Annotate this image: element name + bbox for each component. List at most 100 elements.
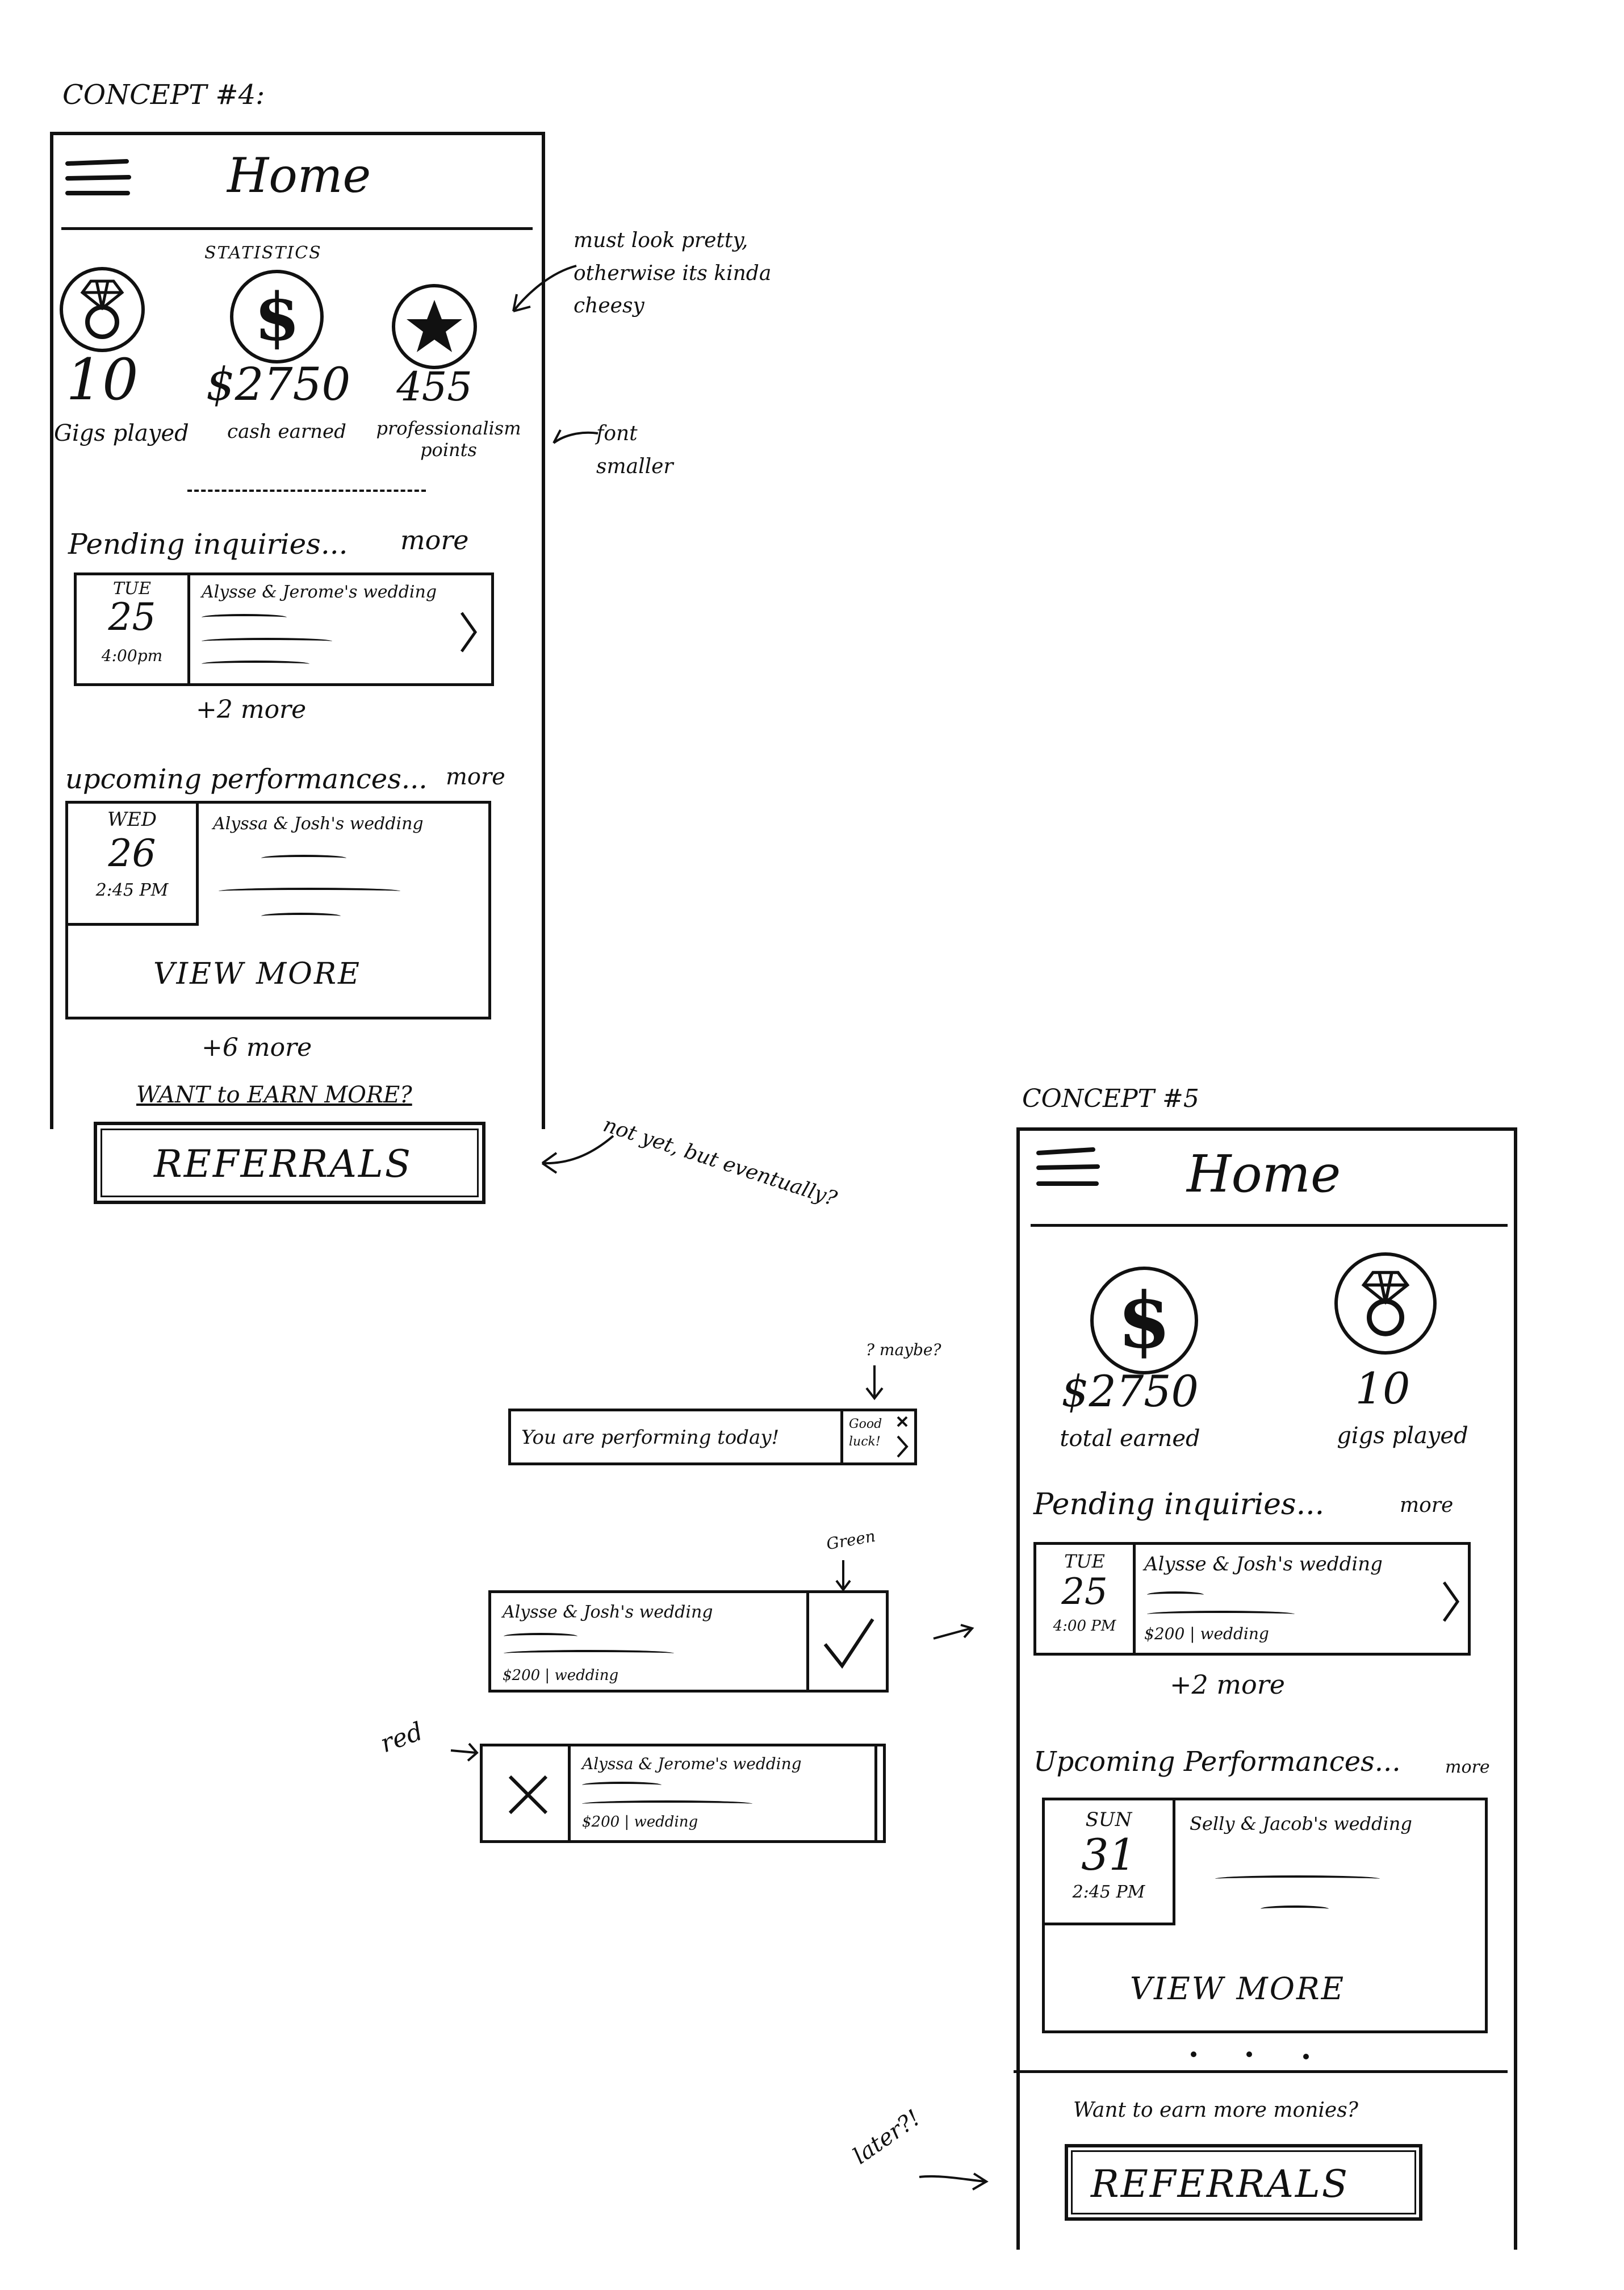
concept4-stat-points-value: 455 — [396, 363, 472, 410]
concept5-upcoming-more-link[interactable]: more — [1445, 1757, 1490, 1777]
concept4-stat-gigs-label: Gigs played — [54, 420, 189, 446]
annotation-later-arrow-icon — [917, 2167, 997, 2197]
concept5-stat-gigs-label: gigs played — [1337, 1423, 1468, 1449]
annotation-red-arrow-icon — [449, 1738, 483, 1769]
concept5-pending-line-1 — [1147, 1591, 1204, 1598]
concept4-upcoming-heading: upcoming performances... — [65, 763, 428, 795]
concept4-stat-ring-icon — [60, 267, 145, 352]
concept4-stat-cash-label: cash earned — [227, 420, 346, 443]
reject-card-divider — [568, 1746, 571, 1840]
concept5-stat-ring-icon — [1334, 1252, 1437, 1355]
concept5-upcoming-title: Selly & Jacob's wedding — [1190, 1813, 1412, 1834]
concept4-stat-cash-value: $2750 — [206, 358, 351, 411]
concept4-statistics-label: STATISTICS — [204, 243, 322, 263]
concept4-pending-date-column: TUE 25 4:00pm — [77, 575, 190, 683]
concept4-pending-title: Alysse & Jerome's wedding — [202, 582, 437, 602]
banner-side-text: Good luck! — [849, 1417, 882, 1449]
concept4-pending-day: TUE — [112, 579, 152, 599]
concept5-upcoming-card[interactable]: SUN 31 2:45 PM Selly & Jacob's wedding V… — [1042, 1798, 1488, 2033]
concept5-pending-title: Alysse & Josh's wedding — [1144, 1553, 1383, 1576]
concept4-upcoming-line-3 — [261, 913, 341, 920]
concept4-pending-line-3 — [202, 661, 309, 667]
banner-text: You are performing today! — [521, 1426, 780, 1449]
concept4-upcoming-day: WED — [107, 808, 157, 831]
accept-card[interactable]: Alysse & Josh's wedding $200 | wedding — [488, 1590, 889, 1693]
concept4-referrals-label: REFERRALS — [154, 1142, 412, 1186]
accept-card-line-2 — [504, 1650, 674, 1657]
concept4-upcoming-date: 26 — [108, 831, 156, 875]
concept4-pending-footer[interactable]: +2 more — [196, 695, 307, 724]
concept5-pending-more-link[interactable]: more — [1400, 1494, 1454, 1517]
concept5-bottom-divider — [1014, 2070, 1508, 2073]
svg-text:$: $ — [254, 280, 299, 354]
concept5-stat-dollar-icon: $ — [1090, 1267, 1198, 1374]
concept4-upcoming-footer[interactable]: +6 more — [202, 1033, 312, 1062]
banner-divider — [840, 1411, 843, 1462]
concept4-stat-points-label: professionalism points — [376, 417, 521, 461]
annotation-font-arrow-icon — [548, 423, 599, 454]
annotation-later: later?! — [848, 2105, 926, 2170]
concept5-view-more-button[interactable]: VIEW MORE — [1130, 1971, 1346, 2007]
accept-card-title: Alysse & Josh's wedding — [503, 1602, 713, 1622]
concept4-referrals-button[interactable]: REFERRALS — [94, 1122, 485, 1204]
concept4-stat-dollar-icon: $ — [230, 270, 324, 363]
concept4-pending-line-1 — [202, 614, 287, 621]
annotation-font: font smaller — [596, 422, 673, 478]
concept5-upcoming-line-1 — [1215, 1875, 1380, 1882]
annotation-banner-arrow-icon — [863, 1363, 886, 1405]
concept5-stat-earned-label: total earned — [1060, 1426, 1200, 1452]
concept4-stat-gigs-value: 10 — [66, 346, 139, 413]
banner-performing-today[interactable]: You are performing today! Good luck! — [508, 1409, 917, 1465]
concept5-page-dots[interactable] — [1187, 2047, 1323, 2067]
accept-card-arrow-icon — [931, 1622, 977, 1647]
concept4-upcoming-more-link[interactable]: more — [446, 764, 505, 790]
concept4-upcoming-date-column: WED 26 2:45 PM — [68, 804, 199, 926]
concept5-pending-heading: Pending inquiries... — [1033, 1487, 1325, 1522]
svg-text:$: $ — [1117, 1278, 1171, 1363]
concept4-pending-heading: Pending inquiries... — [68, 528, 348, 561]
annotation-banner-note: ? maybe? — [866, 1340, 941, 1359]
concept5-upcoming-date-column: SUN 31 2:45 PM — [1045, 1800, 1175, 1925]
concept5-referrals-button[interactable]: REFERRALS — [1065, 2144, 1422, 2221]
concept5-pending-day: TUE — [1064, 1551, 1105, 1572]
accept-check-icon[interactable] — [821, 1616, 877, 1675]
concept5-pending-line-2 — [1147, 1611, 1295, 1618]
concept4-phone-frame — [50, 132, 545, 1129]
concept5-pending-card[interactable]: TUE 25 4:00 PM Alysse & Josh's wedding $… — [1033, 1542, 1471, 1656]
concept5-pending-chevron-icon[interactable] — [1439, 1579, 1462, 1627]
concept5-referrals-prompt: Want to earn more monies? — [1073, 2099, 1358, 2122]
concept4-pending-time: 4:00pm — [101, 646, 163, 665]
reject-x-icon[interactable] — [505, 1772, 551, 1820]
concept4-upcoming-line-1 — [261, 855, 346, 862]
annotation-referrals-arrow-icon — [537, 1130, 616, 1178]
concept5-pending-date: 25 — [1061, 1571, 1108, 1613]
concept4-label: CONCEPT #4: — [62, 79, 265, 111]
concept4-stats-divider — [187, 490, 426, 492]
concept4-view-more-button[interactable]: VIEW MORE — [153, 957, 362, 991]
concept5-pending-time: 4:00 PM — [1053, 1618, 1116, 1635]
concept4-upcoming-card[interactable]: WED 26 2:45 PM Alyssa & Josh's wedding V… — [65, 801, 491, 1019]
concept4-pending-chevron-icon[interactable] — [457, 609, 480, 657]
concept5-pending-price: $200 | wedding — [1144, 1624, 1269, 1643]
concept5-upcoming-day: SUN — [1085, 1808, 1132, 1831]
reject-card[interactable]: Alyssa & Jerome's wedding $200 | wedding — [480, 1744, 886, 1843]
concept5-pending-footer[interactable]: +2 more — [1170, 1669, 1285, 1700]
accept-card-line-1 — [504, 1633, 577, 1640]
concept4-upcoming-time: 2:45 PM — [95, 880, 169, 901]
concept5-stat-gigs-value: 10 — [1355, 1363, 1410, 1414]
concept4-stat-star-icon — [392, 284, 477, 369]
concept5-hamburger-icon[interactable] — [1036, 1147, 1104, 1193]
annotation-pretty: must look pretty, otherwise its kinda ch… — [574, 229, 772, 318]
concept5-referrals-label: REFERRALS — [1091, 2162, 1349, 2206]
reject-card-price: $200 | wedding — [582, 1813, 698, 1831]
concept5-upcoming-line-2 — [1261, 1905, 1329, 1912]
concept4-hamburger-icon[interactable] — [65, 159, 133, 199]
reject-card-line-1 — [582, 1782, 662, 1788]
concept5-stat-earned-value: $2750 — [1061, 1366, 1199, 1416]
concept4-pending-card[interactable]: TUE 25 4:00pm Alysse & Jerome's wedding — [74, 572, 494, 686]
concept4-pending-more-link[interactable]: more — [400, 525, 469, 555]
banner-close-icon[interactable] — [894, 1414, 911, 1461]
annotation-referrals: not yet, but eventually? — [600, 1113, 840, 1211]
accept-card-price: $200 | wedding — [503, 1667, 619, 1684]
concept5-phone-frame — [1016, 1127, 1517, 2250]
